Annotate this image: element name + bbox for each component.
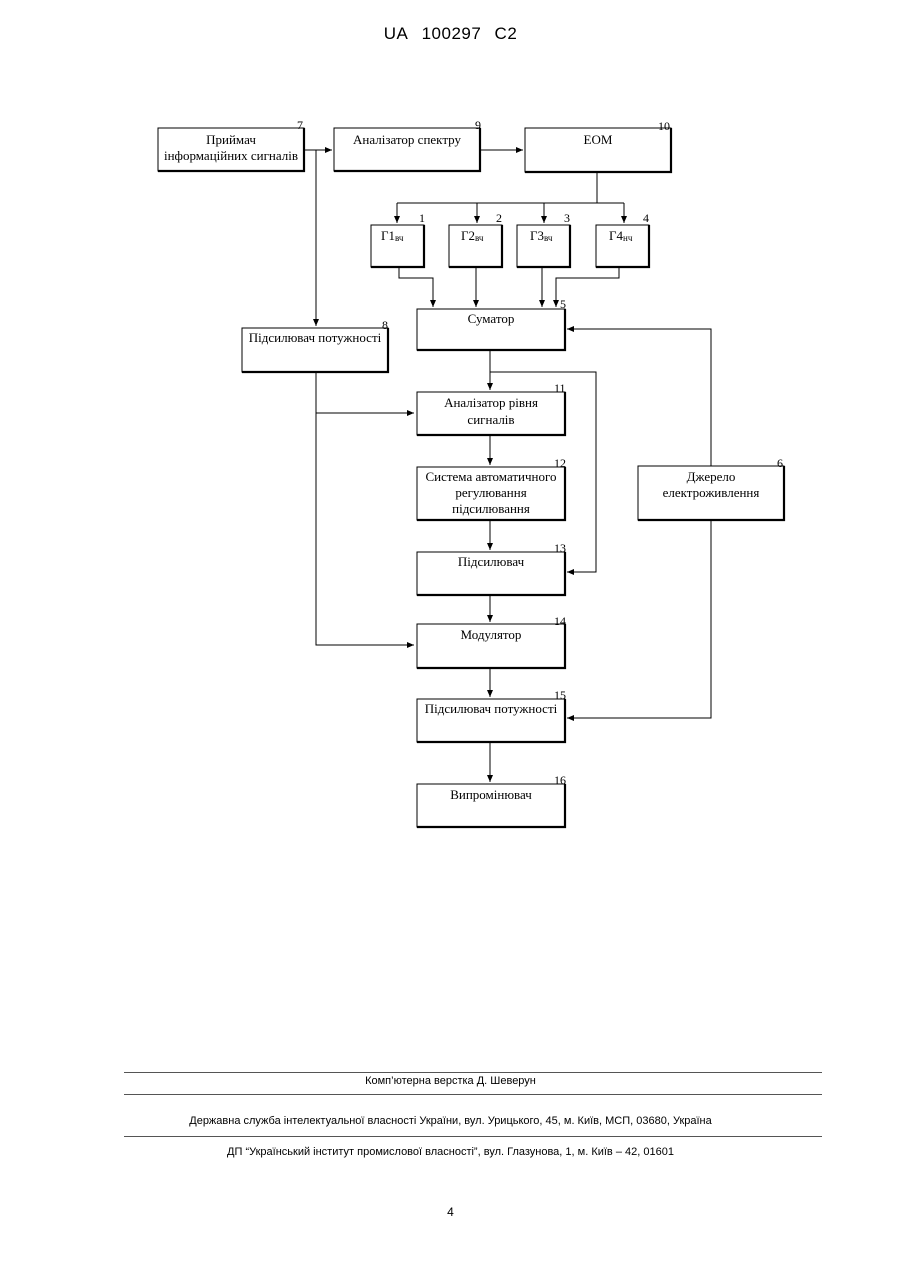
receiver-label-2: інформаційних сигналів xyxy=(164,148,298,163)
block-gen4: Г4нч 4 xyxy=(596,211,649,267)
block-spectrum-analyzer: Аналізатор спектру 9 xyxy=(334,118,481,171)
block-power-amp-1: Підсилювач потужності 8 xyxy=(242,318,388,372)
arrow-supply-to-poweramp2 xyxy=(567,520,711,718)
block-gen1: Г1вч 1 xyxy=(371,211,425,267)
level-analyzer-label-1: Аналізатор рівня xyxy=(444,395,538,410)
power-amp-2-label: Підсилювач потужності xyxy=(425,701,558,716)
footer-layout-credit: Комп’ютерна верстка Д. Шеверун xyxy=(0,1075,901,1087)
block-receiver: Приймач інформаційних сигналів 7 xyxy=(158,118,304,171)
block-gen2: Г2вч 2 xyxy=(449,211,502,267)
amplifier-label: Підсилювач xyxy=(458,554,525,569)
agc-number: 12 xyxy=(554,456,566,470)
power-amp-2-number: 15 xyxy=(554,688,566,702)
power-supply-label-2: електроживлення xyxy=(663,485,760,500)
level-analyzer-label-2: сигналів xyxy=(467,412,514,427)
emitter-number: 16 xyxy=(554,773,566,787)
computer-label: ЕОМ xyxy=(584,132,613,147)
spectrum-analyzer-label: Аналізатор спектру xyxy=(353,132,461,147)
adder-number: 5 xyxy=(560,297,566,311)
gen2-number: 2 xyxy=(496,211,502,225)
agc-label-3: підсилювання xyxy=(452,501,530,516)
gen4-number: 4 xyxy=(643,211,649,225)
block-computer: ЕОМ 10 xyxy=(525,119,671,172)
power-supply-number: 6 xyxy=(777,456,783,470)
arrow-supply-to-adder xyxy=(567,329,711,466)
amplifier-number: 13 xyxy=(554,541,566,555)
arrow-g1-to-adder xyxy=(399,267,433,307)
receiver-label-1: Приймач xyxy=(206,132,256,147)
block-level-analyzer: Аналізатор рівня сигналів 11 xyxy=(417,381,566,435)
computer-number: 10 xyxy=(658,119,670,133)
modulator-label: Модулятор xyxy=(461,627,522,642)
block-adder: Суматор 5 xyxy=(417,297,566,350)
footer-office-address: Державна служба інтелектуальної власност… xyxy=(0,1115,901,1127)
footer-institute-address: ДП “Український інститут промислової вла… xyxy=(0,1146,901,1158)
block-emitter: Випромінювач 16 xyxy=(417,773,566,827)
agc-label-1: Система автоматичного xyxy=(425,469,556,484)
footer-divider-2 xyxy=(124,1094,822,1095)
spectrum-analyzer-number: 9 xyxy=(475,118,481,132)
emitter-label: Випромінювач xyxy=(450,787,532,802)
block-power-amp-2: Підсилювач потужності 15 xyxy=(417,688,566,742)
block-amplifier: Підсилювач 13 xyxy=(417,541,566,595)
level-analyzer-number: 11 xyxy=(554,381,566,395)
block-power-supply: Джерело електроживлення 6 xyxy=(638,456,784,520)
gen1-number: 1 xyxy=(419,211,425,225)
receiver-number: 7 xyxy=(297,118,303,132)
block-modulator: Модулятор 14 xyxy=(417,614,566,668)
power-amp-1-number: 8 xyxy=(382,318,388,332)
power-amp-1-label: Підсилювач потужності xyxy=(249,330,382,345)
modulator-number: 14 xyxy=(554,614,566,628)
block-agc: Система автоматичного регулювання підсил… xyxy=(417,456,566,520)
agc-label-2: регулювання xyxy=(455,485,526,500)
power-supply-label-1: Джерело xyxy=(687,469,736,484)
page-number: 4 xyxy=(0,1205,901,1219)
gen3-number: 3 xyxy=(564,211,570,225)
footer-divider-3 xyxy=(124,1136,822,1137)
adder-label: Суматор xyxy=(468,311,515,326)
footer-divider-1 xyxy=(124,1072,822,1073)
